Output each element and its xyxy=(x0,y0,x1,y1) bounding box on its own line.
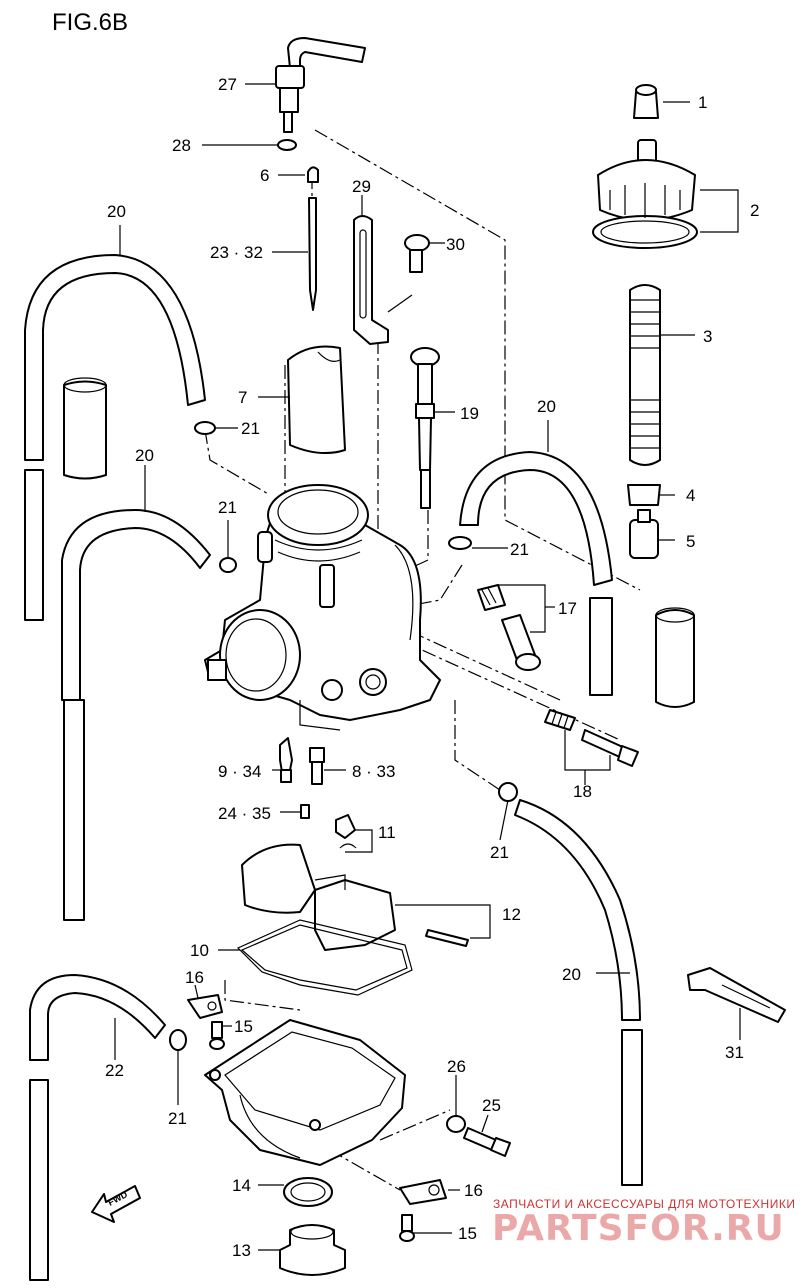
callout-20-center: 20 xyxy=(537,397,556,416)
callout-27: 27 xyxy=(218,75,237,94)
callout-16-upper: 16 xyxy=(185,968,204,987)
part-11-float-pin-clip xyxy=(335,814,357,849)
part-13-drain-plug xyxy=(279,1224,346,1276)
part-24-35-washer xyxy=(300,804,310,819)
callout-20-middle: 20 xyxy=(135,446,154,465)
part-18-pilot-screw xyxy=(544,709,639,767)
callout-labels: 1 2 3 4 5 27 28 6 23 · 32 29 30 7 19 20 … xyxy=(105,75,759,1260)
part-17-air-screw xyxy=(477,584,541,671)
part-29-bracket xyxy=(353,215,389,345)
part-6-clip xyxy=(307,166,319,183)
callout-5: 5 xyxy=(686,532,695,551)
part-1-cap xyxy=(633,84,659,119)
callout-3: 3 xyxy=(703,327,712,346)
callout-26: 26 xyxy=(447,1057,466,1076)
right-cylinder-part xyxy=(655,609,695,708)
carburetor-body xyxy=(204,484,441,731)
part-25-drain-screw xyxy=(463,1127,511,1157)
callout-4: 4 xyxy=(686,486,695,505)
callout-18: 18 xyxy=(573,782,592,801)
callout-2: 2 xyxy=(750,201,759,220)
forward-arrow-icon: FWD xyxy=(91,1185,141,1223)
part-2-top-cap xyxy=(592,139,698,249)
part-19-idle-screw xyxy=(410,347,440,509)
part-5-jet-holder xyxy=(629,509,659,559)
callout-31: 31 xyxy=(725,1043,744,1062)
callout-29: 29 xyxy=(352,177,371,196)
callout-16-lower: 16 xyxy=(464,1181,483,1200)
part-31-strap xyxy=(687,967,786,1023)
callout-21-a: 21 xyxy=(241,419,260,438)
leader-lines xyxy=(114,83,741,1251)
part-9-34-main-jet xyxy=(279,737,293,783)
hose-20-center xyxy=(459,451,613,696)
part-16-bracket xyxy=(187,994,223,1019)
callout-1: 1 xyxy=(698,93,707,112)
callout-11: 11 xyxy=(378,823,396,842)
part-16-lower-bracket xyxy=(399,1179,447,1205)
callout-15-upper: 15 xyxy=(234,1017,253,1036)
callout-21-e: 21 xyxy=(168,1109,187,1128)
callout-13: 13 xyxy=(232,1241,251,1260)
callout-23-32: 23 · 32 xyxy=(210,243,263,262)
part-12-float xyxy=(241,843,469,951)
hose-20-lower-right xyxy=(514,799,643,1186)
hose-22 xyxy=(29,974,166,1281)
figure-title: FIG.6B xyxy=(52,9,128,36)
callout-10: 10 xyxy=(190,941,209,960)
watermark: ЗАПЧАСТИ И АКСЕССУАРЫ ДЛЯ МОТОТЕХНИКИ PA… xyxy=(492,1197,795,1249)
watermark-tagline: ЗАПЧАСТИ И АКСЕССУАРЫ ДЛЯ МОТОТЕХНИКИ xyxy=(493,1197,795,1211)
callout-21-d: 21 xyxy=(490,843,509,862)
part-28-o-ring xyxy=(277,139,297,151)
part-3-spring xyxy=(629,284,661,466)
callout-6: 6 xyxy=(260,166,269,185)
float-bowl xyxy=(204,1019,406,1166)
callout-25: 25 xyxy=(482,1096,501,1115)
watermark-brand: PARTSFOR.RU xyxy=(492,1208,785,1249)
part-26-o-ring xyxy=(446,1115,466,1133)
callout-15-lower: 15 xyxy=(458,1224,477,1243)
callout-8-33: 8 · 33 xyxy=(352,762,395,781)
callout-24-35: 24 · 35 xyxy=(218,804,271,823)
callout-20-left: 20 xyxy=(107,202,126,221)
clip-21 xyxy=(169,421,518,1051)
callout-14: 14 xyxy=(232,1176,251,1195)
callout-20-lower-right: 20 xyxy=(562,965,581,984)
part-23-32-jet-needle xyxy=(308,197,317,311)
part-7-throttle-valve xyxy=(287,345,346,455)
part-15-lower-screw xyxy=(399,1214,415,1242)
hose-20-left-middle xyxy=(61,509,211,701)
callout-21-c: 21 xyxy=(510,540,529,559)
callout-12: 12 xyxy=(502,905,521,924)
part-4-retainer xyxy=(627,484,661,506)
part-10-float-gasket xyxy=(236,919,413,996)
hose-20-left-long xyxy=(24,254,206,921)
callout-7: 7 xyxy=(238,388,247,407)
callout-17: 17 xyxy=(558,599,577,618)
part-15-screw xyxy=(209,1021,225,1050)
callout-30: 30 xyxy=(446,235,465,254)
callout-21-b: 21 xyxy=(218,498,237,517)
callout-19: 19 xyxy=(460,404,479,423)
callout-9-34: 9 · 34 xyxy=(218,762,261,781)
part-27-fitting xyxy=(275,37,366,133)
callout-28: 28 xyxy=(172,136,191,155)
part-8-33-pilot-jet xyxy=(309,747,325,785)
callout-22: 22 xyxy=(105,1061,124,1080)
part-30-screw xyxy=(404,234,430,273)
